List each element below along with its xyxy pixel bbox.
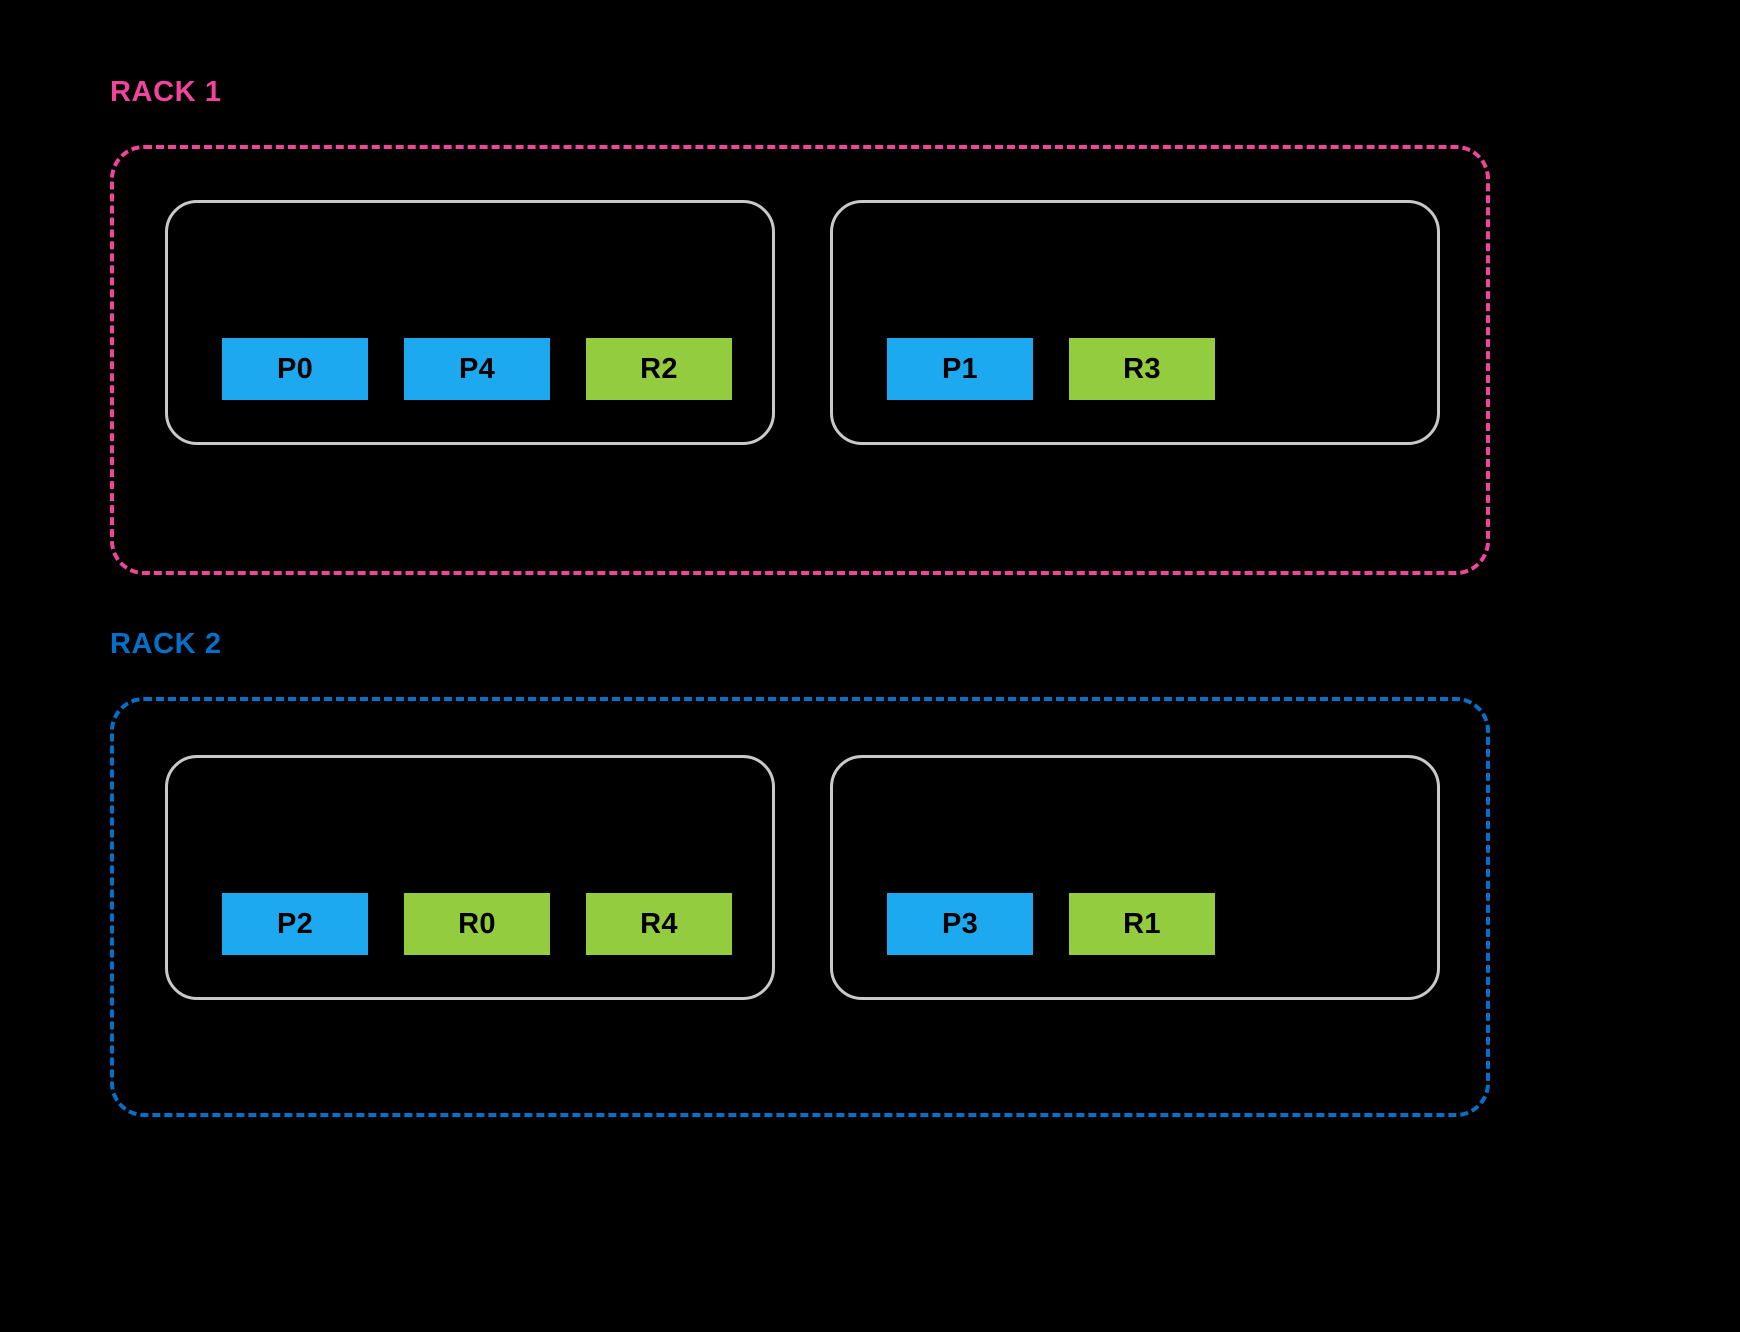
cell-p3-label: P3: [941, 907, 979, 940]
cell-p1-label: P1: [941, 352, 979, 385]
cell-r0-label: R0: [458, 907, 496, 940]
cell-r3-label: R3: [1123, 352, 1161, 385]
rack-2-boundary: [110, 697, 1490, 1117]
rack-1-boundary: [110, 145, 1490, 575]
cell-r0[interactable]: R0: [404, 893, 550, 955]
cell-p1[interactable]: P1: [887, 338, 1033, 400]
node-1-1-cell-row: P0 P4 R2: [222, 338, 732, 400]
rack-1-label: RACK 1: [110, 76, 222, 108]
node-box-1-2[interactable]: P1 R3: [830, 200, 1440, 445]
node-1-2-cell-row: P1 R3: [887, 338, 1215, 400]
cell-r2-label: R2: [640, 352, 678, 385]
cell-p2-label: P2: [276, 907, 314, 940]
cell-p4-label: P4: [458, 352, 496, 385]
cell-p0[interactable]: P0: [222, 338, 368, 400]
cell-p4[interactable]: P4: [404, 338, 550, 400]
cell-r2[interactable]: R2: [586, 338, 732, 400]
cell-p0-label: P0: [276, 352, 314, 385]
cell-r1-label: R1: [1123, 907, 1161, 940]
node-box-1-1[interactable]: P0 P4 R2: [165, 200, 775, 445]
cell-r3[interactable]: R3: [1069, 338, 1215, 400]
rack-2-label: RACK 2: [110, 628, 222, 660]
cell-r4[interactable]: R4: [586, 893, 732, 955]
cell-p3[interactable]: P3: [887, 893, 1033, 955]
node-box-2-1[interactable]: P2 R0 R4: [165, 755, 775, 1000]
cell-p2[interactable]: P2: [222, 893, 368, 955]
cell-r4-label: R4: [640, 907, 678, 940]
node-box-2-2[interactable]: P3 R1: [830, 755, 1440, 1000]
node-2-1-cell-row: P2 R0 R4: [222, 893, 732, 955]
cell-r1[interactable]: R1: [1069, 893, 1215, 955]
node-2-2-cell-row: P3 R1: [887, 893, 1215, 955]
